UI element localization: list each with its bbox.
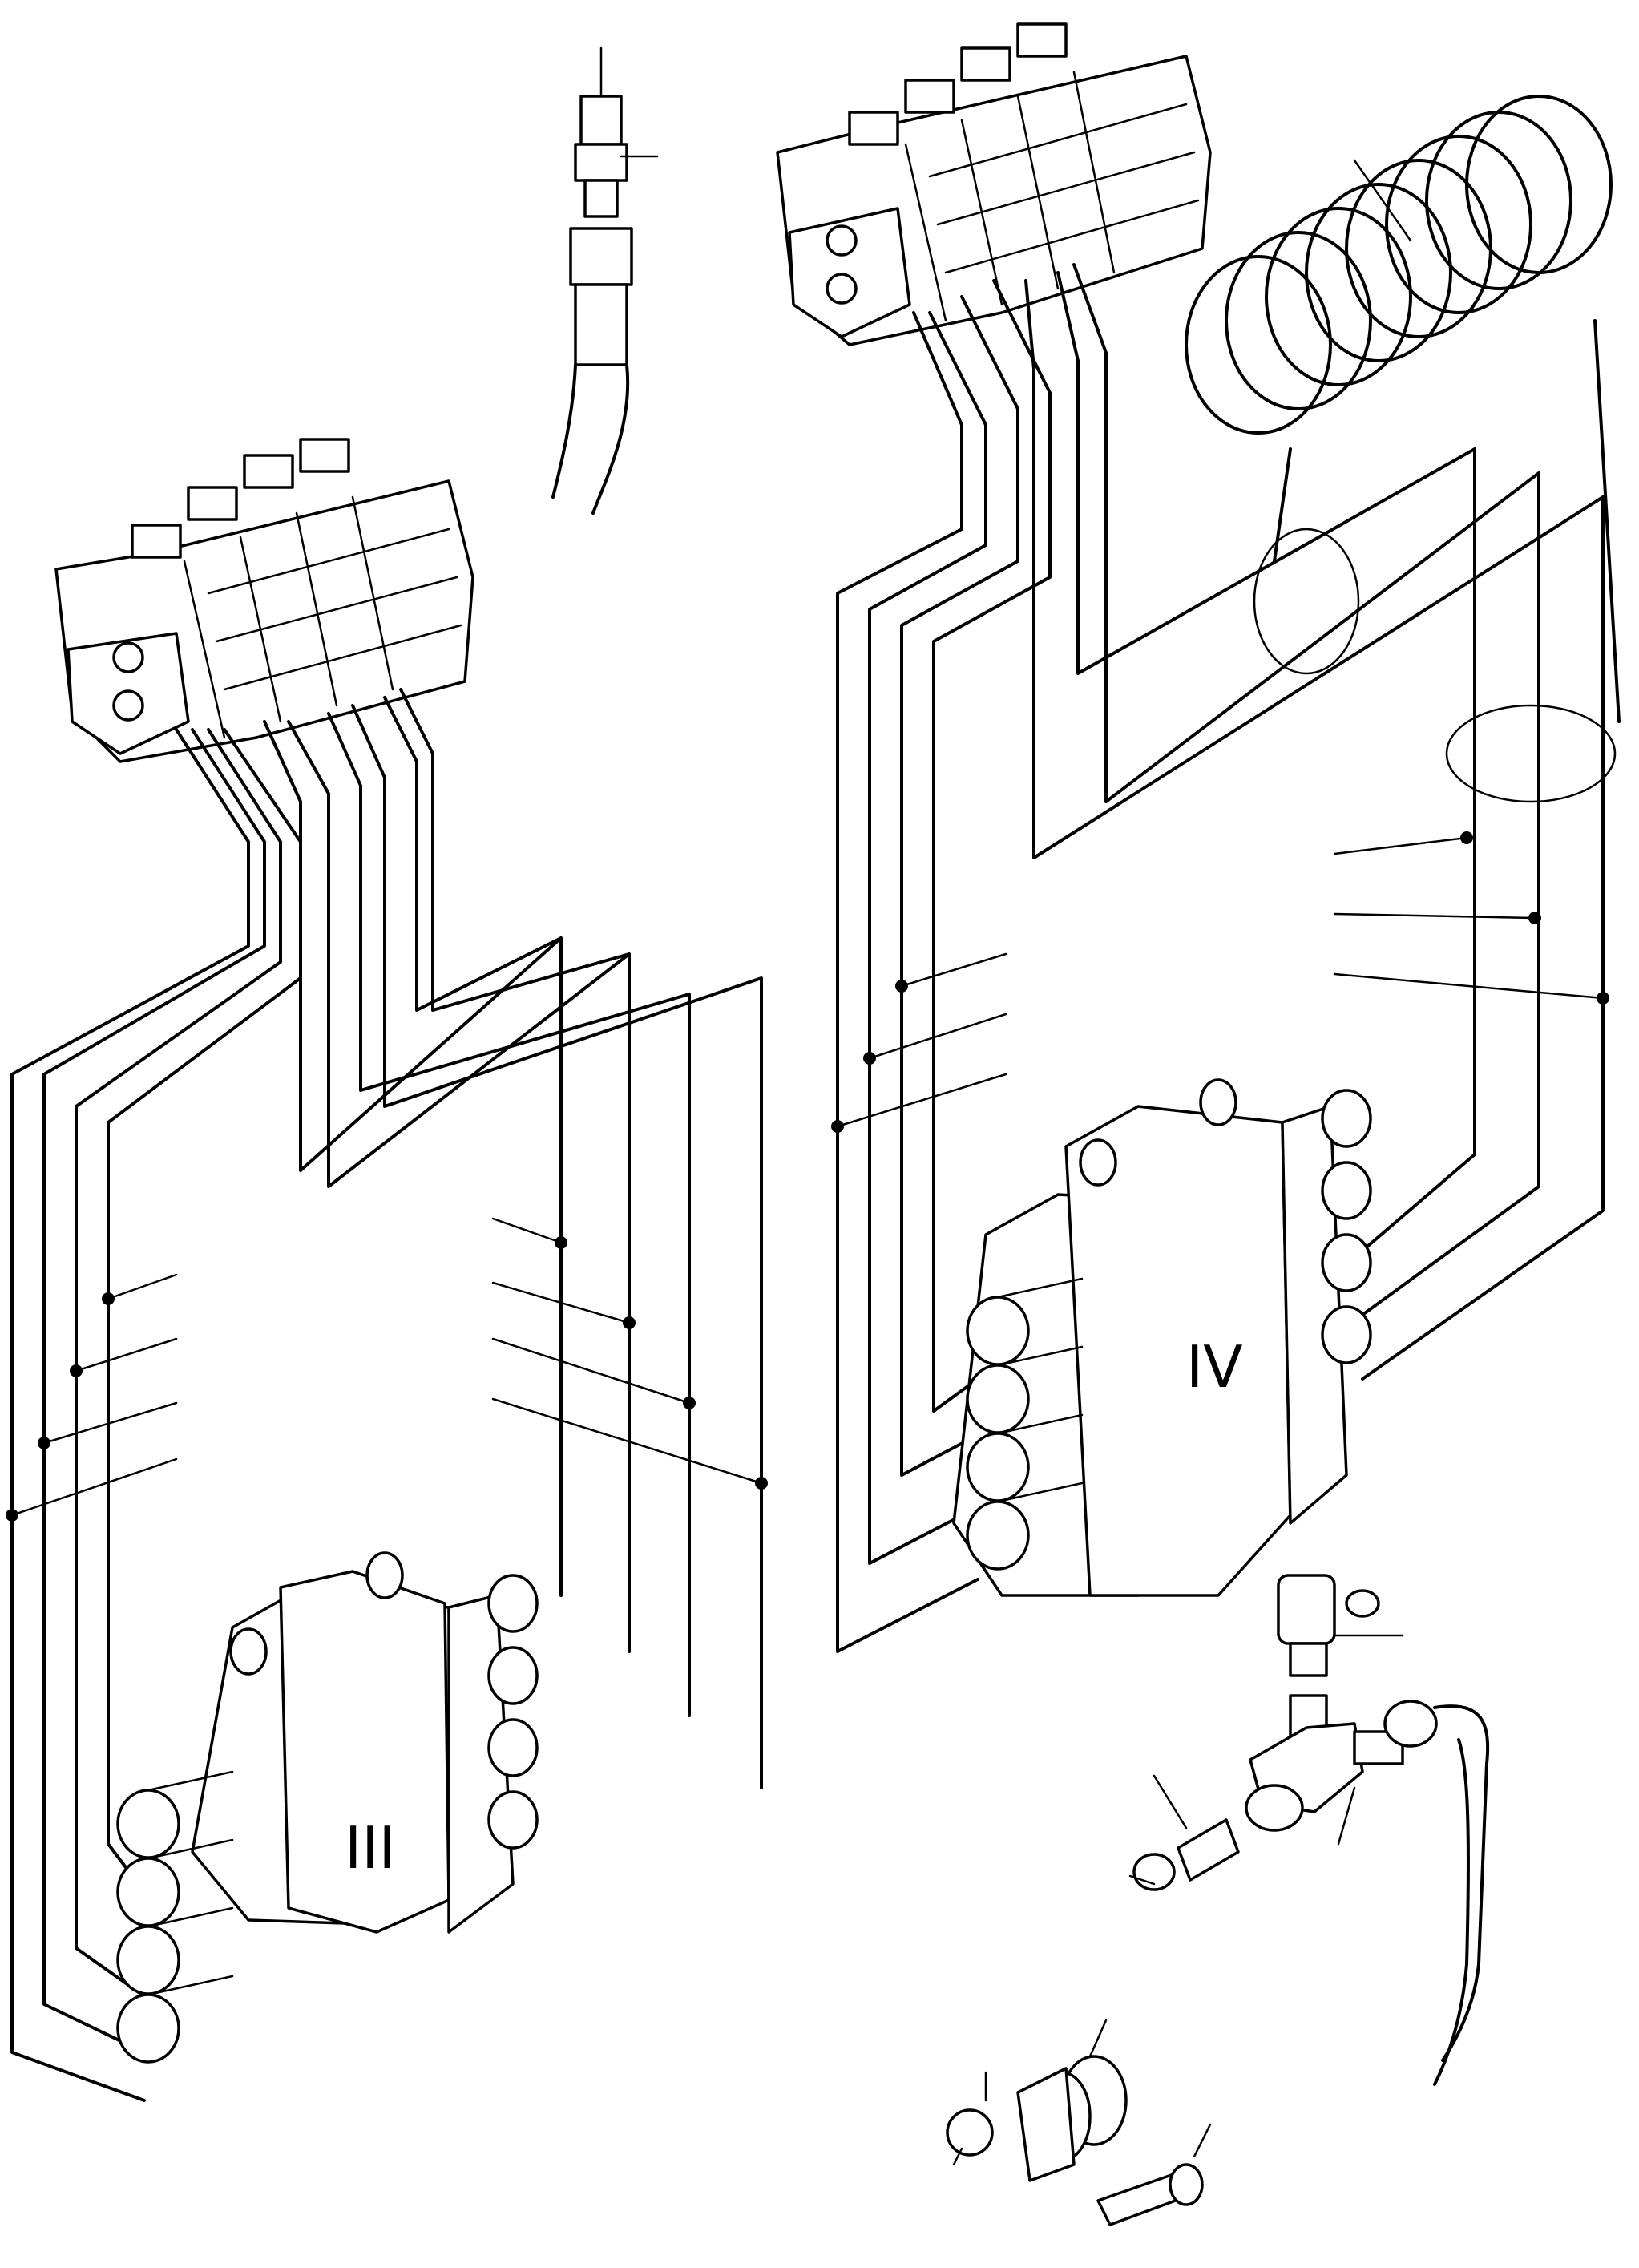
valve-label-right: IV: [1186, 1333, 1243, 1401]
leader-lines-left: [6, 1217, 768, 1522]
leader-lines-right: [831, 831, 1609, 1133]
clamp-assembly: [946, 2019, 1212, 2226]
nut-icon: [946, 2108, 994, 2157]
coiled-protection: [1185, 95, 1621, 803]
valve-ports-right: [1321, 1089, 1372, 1364]
quick-coupler-icon: [1277, 1574, 1336, 1645]
hose-routing-right: [836, 263, 1605, 1653]
solenoid-valve-block-right: [776, 22, 1212, 346]
solenoid-coil-left: [131, 438, 350, 559]
quick-coupler-assembly: [1128, 1574, 1490, 2086]
valve-ports-left: [487, 1574, 539, 1850]
control-valve-left: III: [116, 1551, 539, 2064]
control-valve-right: IV: [952, 1078, 1372, 1597]
hose-fitting-top: [551, 46, 659, 515]
valve-spool-left: [116, 1770, 234, 2064]
solenoid-valve-block-left: [54, 438, 474, 763]
valve-spool-right: [966, 1277, 1084, 1571]
solenoid-coil-right: [848, 22, 1068, 146]
hose-routing-left: [10, 688, 763, 2102]
valve-label-left: III: [345, 1814, 396, 1882]
dust-cap-icon: [1345, 1589, 1380, 1618]
